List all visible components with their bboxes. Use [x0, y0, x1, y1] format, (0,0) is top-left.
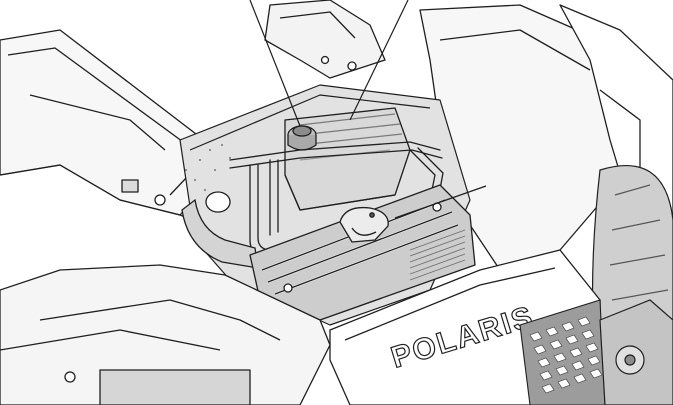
reservoir-cap	[287, 125, 317, 151]
grille-mesh	[519, 299, 606, 405]
left-hood-panel	[0, 29, 231, 226]
callout-line-reservoir	[349, 0, 409, 121]
cowl-bracket	[264, 0, 386, 79]
callout-line-radiator	[394, 185, 487, 219]
front-suspension	[599, 299, 673, 405]
radiator-fill-cap	[339, 206, 389, 243]
callout-line-reservoir-cap	[249, 0, 301, 127]
front-nose	[0, 264, 350, 405]
callout-lines	[249, 0, 487, 219]
radiator-hose-left	[181, 191, 259, 269]
coolant-reservoir	[284, 107, 411, 211]
